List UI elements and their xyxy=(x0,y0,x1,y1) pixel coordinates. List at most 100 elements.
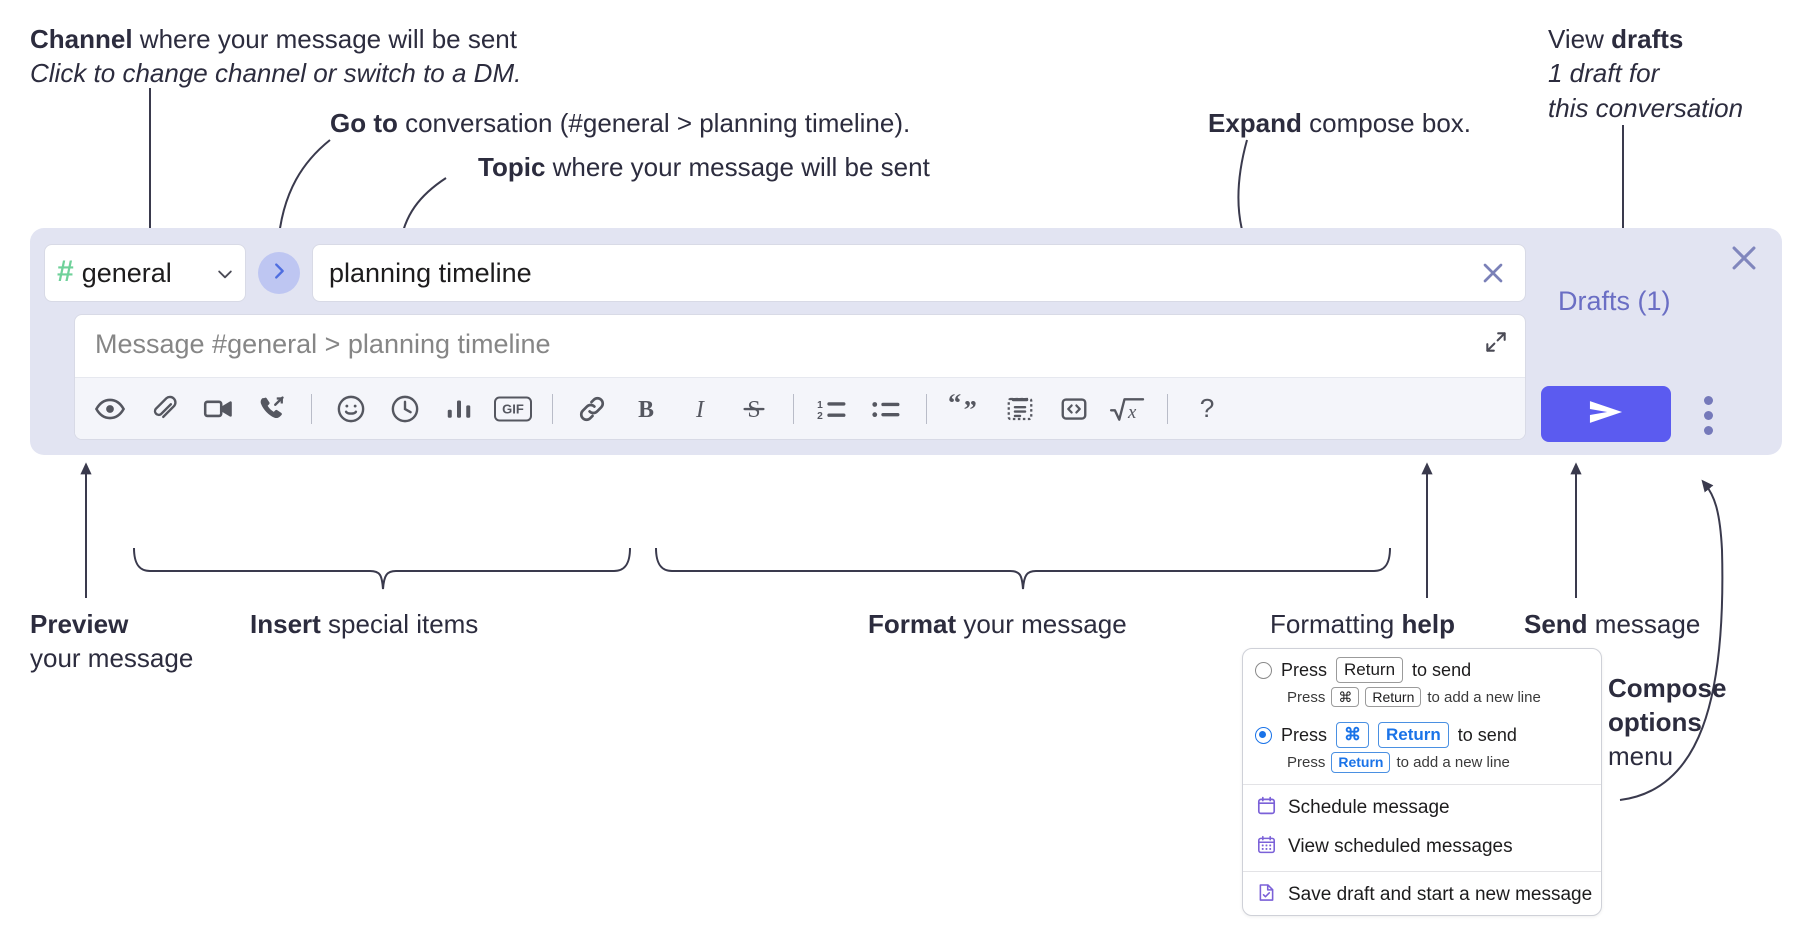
svg-text:?: ? xyxy=(1200,394,1215,423)
annotation-channel: Channel where your message will be sent … xyxy=(30,22,521,91)
calendar-grid-icon xyxy=(1256,834,1277,861)
chevron-right-icon xyxy=(268,260,290,287)
link-button[interactable] xyxy=(565,384,619,434)
annotation-channel-rest: where your message will be sent xyxy=(132,24,517,54)
topic-input[interactable]: planning timeline xyxy=(312,244,1526,302)
menu-divider xyxy=(1243,783,1601,785)
option2-sub-prefix: Press xyxy=(1287,753,1326,771)
annotation-compose-options: Compose options menu xyxy=(1608,672,1726,773)
annotation-insert-rest: special items xyxy=(320,609,479,639)
menu-divider xyxy=(1243,870,1601,872)
svg-text:2: 2 xyxy=(817,411,823,422)
italic-button[interactable]: I xyxy=(673,384,727,434)
key-command: ⌘ xyxy=(1331,687,1360,708)
reminder-button[interactable] xyxy=(378,384,432,434)
menu-option-return-subtext: Press ⌘ Return to add a new line xyxy=(1243,685,1601,714)
annotation-format-bold: Format xyxy=(868,609,957,639)
annotation-send-bold: Send xyxy=(1524,609,1588,639)
gif-button[interactable]: GIF xyxy=(486,384,540,434)
separator xyxy=(793,393,794,424)
key-return: Return xyxy=(1331,752,1391,773)
annotation-channel-sub: Click to change channel or switch to a D… xyxy=(30,58,522,89)
svg-text:GIF: GIF xyxy=(502,401,524,416)
ordered-list-button[interactable]: 1 2 xyxy=(806,384,860,434)
key-command: ⌘ xyxy=(1336,722,1370,749)
message-input-box[interactable]: Message #general > planning timeline xyxy=(74,314,1526,440)
math-button[interactable]: x xyxy=(1101,384,1155,434)
annotation-goto-bold: Go to xyxy=(330,108,398,138)
annotation-goto-rest: conversation (#general > planning timeli… xyxy=(397,108,911,138)
kebab-dot xyxy=(1703,395,1713,405)
annotation-channel-bold: Channel xyxy=(30,24,133,54)
file-check-icon xyxy=(1256,882,1277,909)
menu-option-cmd-return-to-send[interactable]: Press ⌘ Return to send xyxy=(1243,714,1601,750)
channel-name-label: general xyxy=(81,257,172,288)
radio-icon[interactable] xyxy=(1255,661,1272,679)
poll-button[interactable] xyxy=(432,384,486,434)
annotation-expand-bold: Expand xyxy=(1208,108,1302,138)
annotation-insert: Insert special items xyxy=(250,607,478,641)
annotation-topic-bold: Topic xyxy=(478,152,546,182)
menu-option-cmd-return-subtext: Press Return to add a new line xyxy=(1243,750,1601,779)
separator xyxy=(552,393,553,424)
annotation-help-bold: help xyxy=(1401,609,1455,639)
annotation-insert-bold: Insert xyxy=(250,609,321,639)
annotation-format: Format your message xyxy=(868,607,1127,641)
close-icon[interactable] xyxy=(1475,255,1511,291)
expand-diagonal-icon[interactable] xyxy=(1477,323,1515,361)
radio-icon-selected[interactable] xyxy=(1255,726,1272,744)
compose-options-menu: Press Return to send Press ⌘ Return to a… xyxy=(1242,648,1602,916)
menu-option-return-to-send[interactable]: Press Return to send xyxy=(1243,649,1601,685)
annotation-preview: Preview your message xyxy=(30,607,193,676)
annotation-expand: Expand compose box. xyxy=(1208,106,1471,140)
svg-text:1: 1 xyxy=(817,399,823,410)
formatting-help-button[interactable]: ? xyxy=(1180,384,1234,434)
option1-sub-prefix: Press xyxy=(1287,688,1326,706)
menu-item-label: Schedule message xyxy=(1288,797,1450,819)
svg-text:”: ” xyxy=(964,394,977,423)
chevron-down-icon xyxy=(215,264,233,282)
menu-item-save-draft[interactable]: Save draft and start a new message xyxy=(1243,876,1601,915)
more-vertical-icon[interactable] xyxy=(1691,390,1725,440)
video-clip-button[interactable] xyxy=(191,384,245,434)
separator xyxy=(926,393,927,424)
calendar-icon xyxy=(1256,795,1277,822)
code-button[interactable] xyxy=(1047,384,1101,434)
emoji-button[interactable] xyxy=(324,384,378,434)
menu-item-schedule-message[interactable]: Schedule message xyxy=(1243,789,1601,828)
compose-widget: # general planning timeline xyxy=(30,228,1782,455)
annotation-goto: Go to conversation (#general > planning … xyxy=(330,106,910,140)
attach-button[interactable] xyxy=(137,384,191,434)
option2-suffix: to send xyxy=(1457,724,1517,745)
close-icon[interactable] xyxy=(1724,238,1764,278)
annotation-preview-line2: your message xyxy=(30,643,194,674)
goto-conversation-button[interactable] xyxy=(258,252,300,294)
separator xyxy=(311,393,312,424)
annotation-compose-options-line2: options xyxy=(1608,706,1702,737)
bulleted-list-button[interactable] xyxy=(860,384,914,434)
option1-suffix: to send xyxy=(1412,659,1472,680)
menu-item-view-scheduled-messages[interactable]: View scheduled messages xyxy=(1243,828,1601,867)
audio-clip-button[interactable] xyxy=(245,384,299,434)
option2-sub-suffix: to add a new line xyxy=(1396,753,1510,771)
code-block-button[interactable] xyxy=(993,384,1047,434)
annotation-send: Send message xyxy=(1524,607,1700,641)
send-button[interactable] xyxy=(1541,386,1671,442)
drafts-link[interactable]: Drafts (1) xyxy=(1558,286,1671,316)
preview-button[interactable] xyxy=(83,384,137,434)
channel-selector[interactable]: # general xyxy=(44,244,246,302)
strikethrough-button[interactable]: S xyxy=(727,384,781,434)
annotation-drafts-line2: 1 draft for xyxy=(1548,58,1660,89)
key-return: Return xyxy=(1365,687,1422,708)
annotation-formatting-help: Formatting help xyxy=(1270,607,1455,641)
annotation-send-rest: message xyxy=(1587,609,1701,639)
annotation-format-rest: your message xyxy=(956,609,1127,639)
blockquote-button[interactable]: “ ” xyxy=(939,384,993,434)
svg-text:B: B xyxy=(638,397,654,423)
annotation-topic-rest: where your message will be sent xyxy=(545,152,930,182)
menu-item-label: Save draft and start a new message xyxy=(1288,884,1593,906)
svg-text:“: “ xyxy=(948,394,961,417)
paper-plane-icon xyxy=(1585,397,1627,432)
annotation-preview-bold: Preview xyxy=(30,609,129,639)
bold-button[interactable]: B xyxy=(619,384,673,434)
